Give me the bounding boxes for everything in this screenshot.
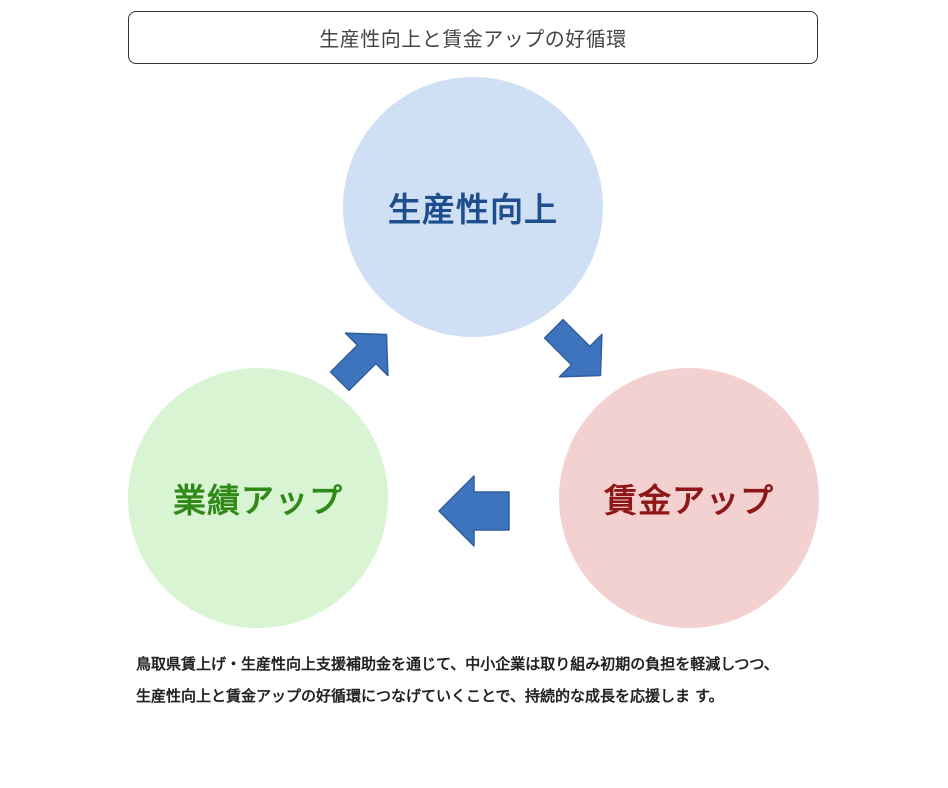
- performance-circle: 業績アップ: [128, 368, 388, 628]
- arrow-wage-to-performance: [438, 475, 510, 547]
- caption: 鳥取県賃上げ・生産性向上支援補助金を通じて、中小企業は取り組み初期の負担を軽減し…: [136, 648, 836, 712]
- productivity-circle: 生産性向上: [343, 77, 603, 337]
- caption-line-2: 生産性向上と賃金アップの好循環につなげていくことで、持続的な成長を応援しま す。: [136, 687, 724, 705]
- caption-line-1: 鳥取県賃上げ・生産性向上支援補助金を通じて、中小企業は取り組み初期の負担を軽減し…: [136, 655, 779, 673]
- arrow-performance-to-productivity: [329, 332, 389, 392]
- diagram-title: 生産性向上と賃金アップの好循環: [128, 11, 818, 64]
- wage-circle: 賃金アップ: [559, 368, 819, 628]
- performance-label: 業績アップ: [173, 481, 343, 520]
- wage-label: 賃金アップ: [604, 481, 774, 520]
- arrow-productivity-to-wage: [543, 318, 603, 378]
- productivity-label: 生産性向上: [388, 190, 558, 229]
